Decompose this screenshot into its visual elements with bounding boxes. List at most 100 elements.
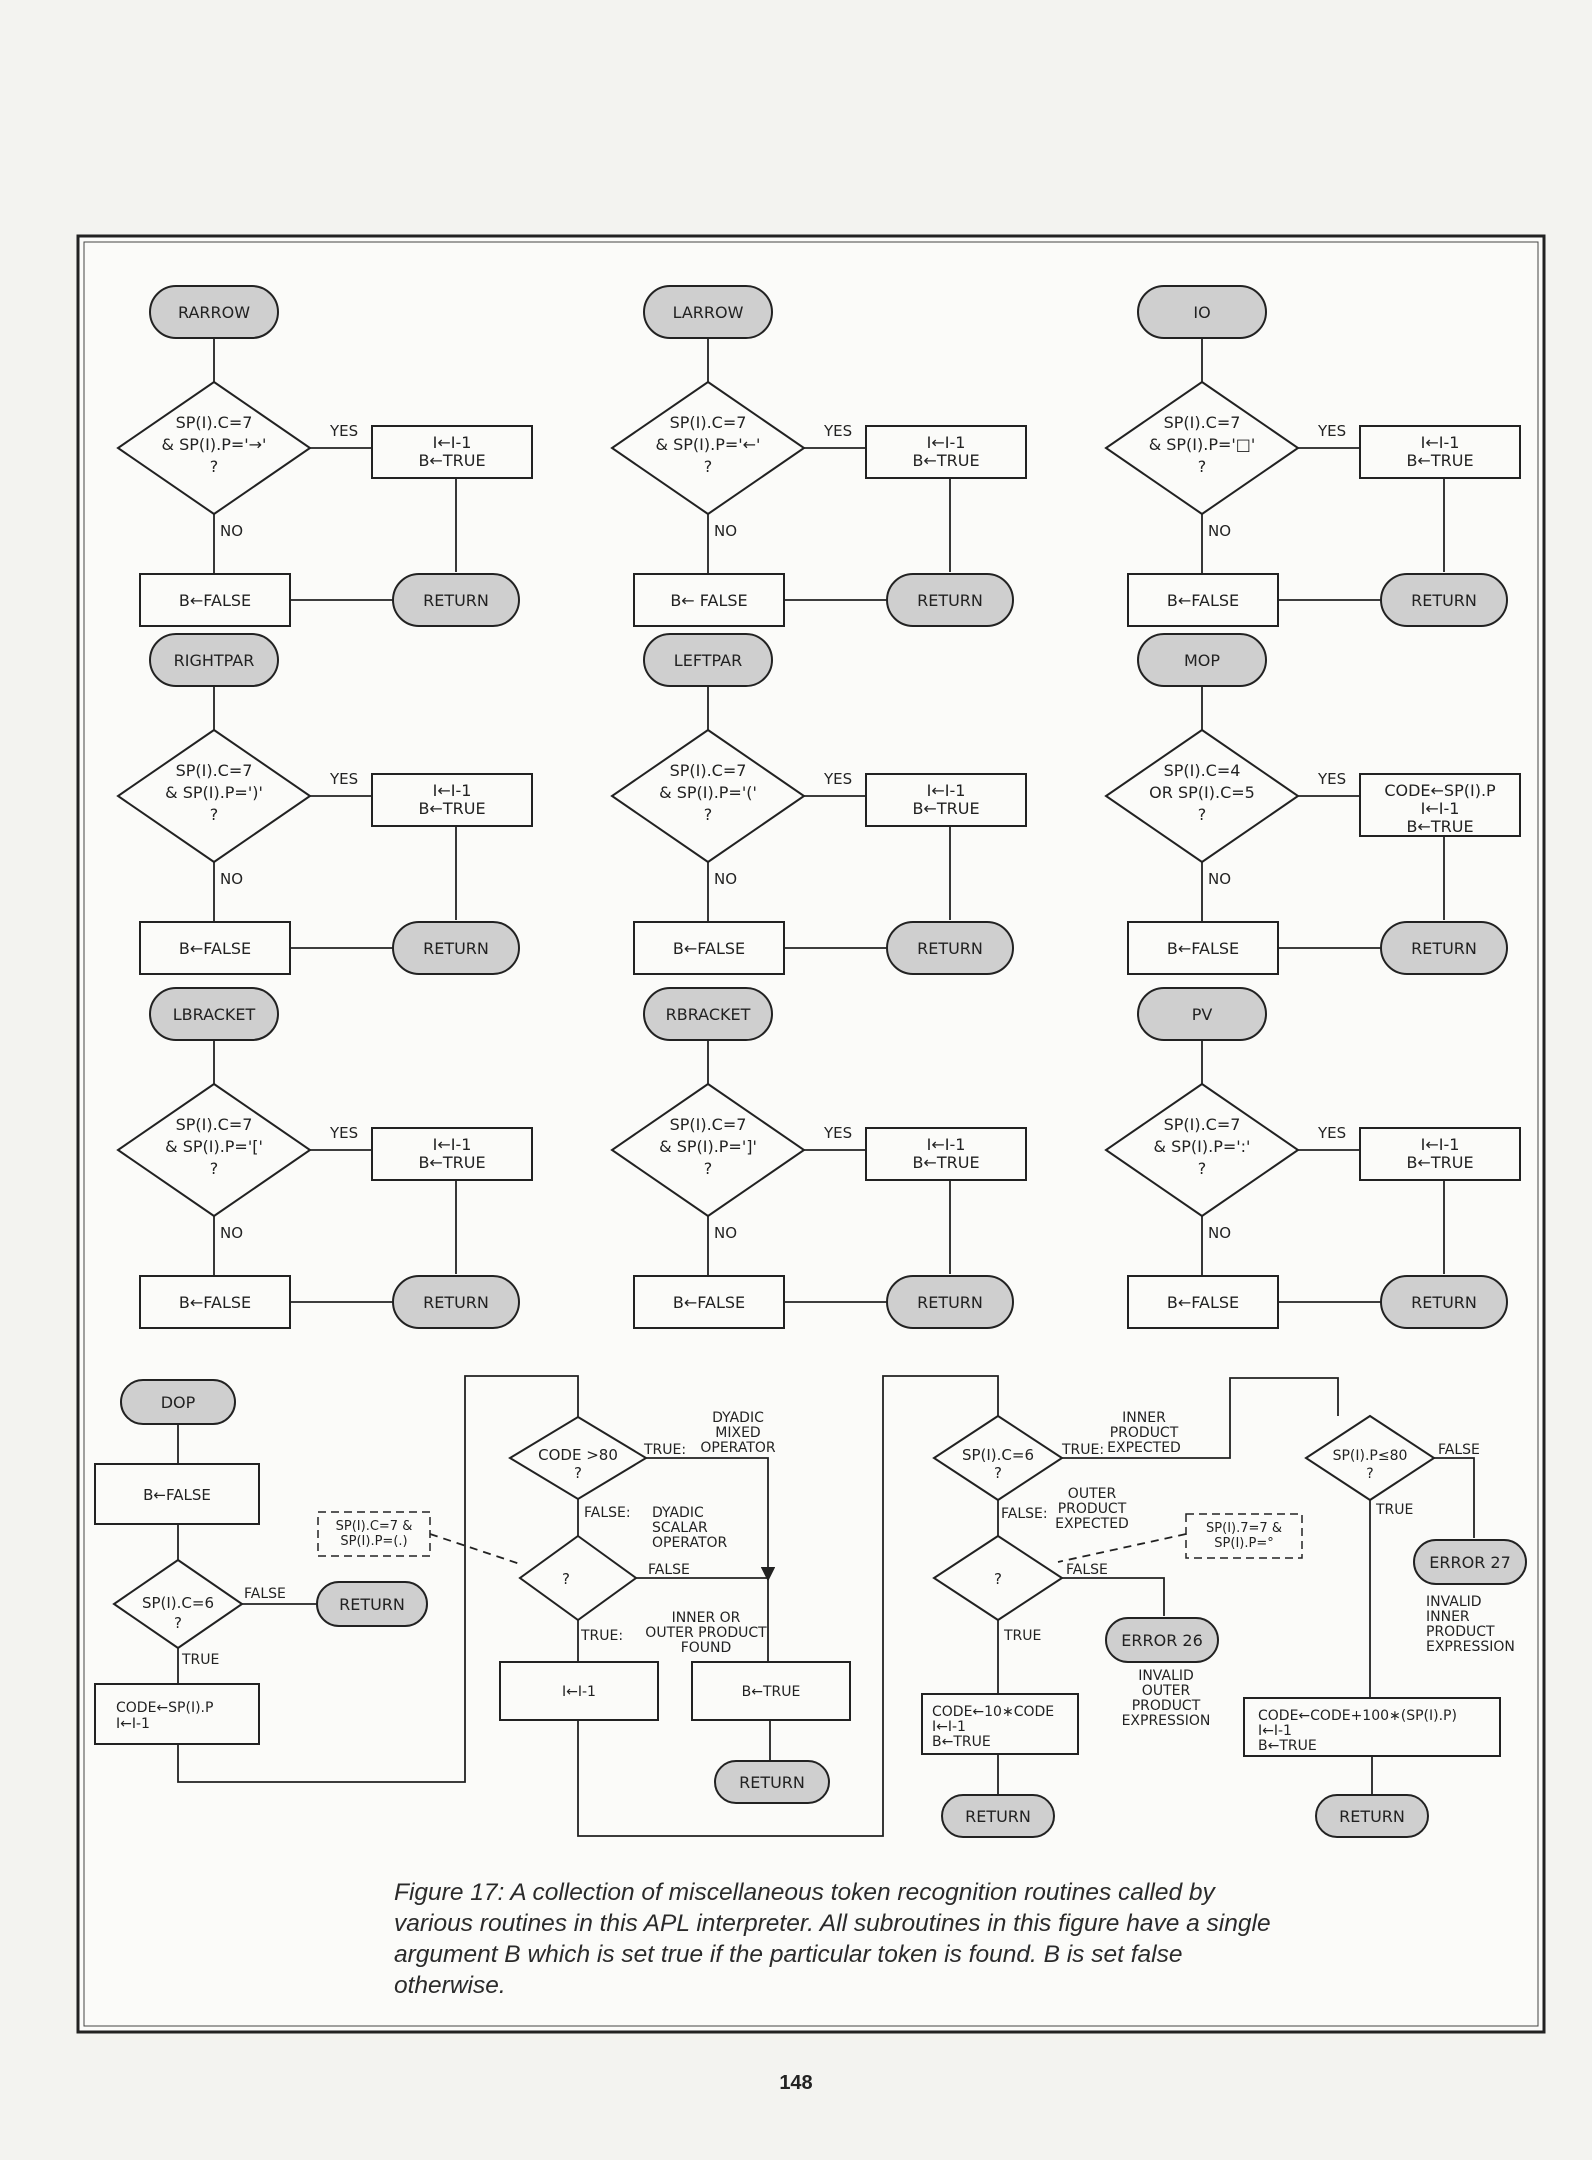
action-box: [371, 1127, 533, 1181]
action-text: I←I-1: [433, 433, 472, 452]
cond4-text: ?: [994, 1464, 1002, 1482]
cond4-text: SP(I).C=6: [962, 1446, 1034, 1464]
yes-label: YES: [329, 1124, 358, 1142]
action-box: [865, 773, 1027, 827]
init-box: [94, 1463, 260, 1525]
return-terminal-label: RETURN: [423, 1293, 489, 1312]
note1-text: SP(I).C=7 &: [336, 1519, 413, 1534]
start-terminal-label: PV: [1192, 1005, 1213, 1024]
false-box: [139, 573, 291, 627]
condition-text: SP(I).C=7: [670, 1115, 747, 1134]
true-label-6: TRUE: [1375, 1502, 1413, 1518]
inner-outer-found-text: INNER OR: [672, 1610, 741, 1626]
return-terminal-2-label: RETURN: [739, 1773, 805, 1792]
no-label: NO: [714, 1224, 737, 1242]
action-text: B←TRUE: [912, 451, 979, 470]
false-line: [1062, 1577, 1165, 1616]
action-text: I←I-1: [927, 1135, 966, 1154]
action2-text: I←I-1: [562, 1684, 596, 1700]
no-label: NO: [714, 870, 737, 888]
error26-text: PRODUCT: [1132, 1698, 1201, 1714]
note2-box: [1185, 1513, 1303, 1559]
action-text: I←I-1: [927, 781, 966, 800]
false-label-3: FALSE: [648, 1562, 690, 1578]
cond2-text: CODE >80: [538, 1446, 618, 1464]
action-text: B←TRUE: [418, 1153, 485, 1172]
return-terminal-label: RETURN: [917, 1293, 983, 1312]
action5-text: B←TRUE: [1258, 1738, 1317, 1754]
dyadic-mixed-text: DYADIC: [712, 1410, 764, 1426]
no-label: NO: [1208, 1224, 1231, 1242]
return-terminal-label: RETURN: [1411, 591, 1477, 610]
cond6-text: ?: [1366, 1466, 1373, 1482]
condition-text: ?: [210, 1159, 219, 1178]
false-line: [1434, 1457, 1475, 1538]
start-terminal-label: IO: [1193, 303, 1210, 322]
action-text: I←I-1: [927, 433, 966, 452]
cond6-text: SP(I).P≤80: [1333, 1448, 1408, 1464]
action1-box: [94, 1683, 260, 1745]
action5-text: CODE←CODE+100∗(SP(I).P): [1258, 1708, 1457, 1724]
action-box: [1359, 425, 1521, 479]
cond2-text: ?: [574, 1464, 582, 1482]
condition-text: ?: [210, 805, 219, 824]
cond1-text: ?: [174, 1614, 182, 1632]
true-line: [646, 1457, 776, 1582]
action-text: B←TRUE: [418, 799, 485, 818]
yes-label: YES: [823, 1124, 852, 1142]
condition-text: SP(I).C=7: [176, 761, 253, 780]
figure-frame-inner: [83, 241, 1539, 2027]
return-terminal-1-label: RETURN: [339, 1595, 405, 1614]
no-label: NO: [220, 522, 243, 540]
return-terminal-label: RETURN: [917, 939, 983, 958]
note2-line: [1057, 1533, 1187, 1563]
note1-text: SP(I).P=(.): [340, 1534, 407, 1549]
condition-text: SP(I).C=7: [1164, 413, 1241, 432]
action-box: [371, 773, 533, 827]
condition-text: & SP(I).P='←': [656, 435, 761, 454]
true-line: [1062, 1377, 1339, 1459]
false-box: [633, 1275, 785, 1329]
error27-text: PRODUCT: [1426, 1624, 1495, 1640]
error27-text: INNER: [1426, 1609, 1470, 1625]
yes-label: YES: [823, 770, 852, 788]
condition-text: SP(I).C=7: [176, 413, 253, 432]
dop-routine: DOPB←FALSESP(I).C=6?FALSERETURNTRUECODE←…: [94, 1375, 1527, 1838]
action3-text: B←TRUE: [742, 1684, 801, 1700]
false-box-text: B←FALSE: [673, 939, 745, 958]
action-text: I←I-1: [1421, 433, 1460, 452]
false-box: [1127, 921, 1279, 975]
condition-text: & SP(I).P='[': [165, 1137, 263, 1156]
note2-text: SP(I).P=°: [1214, 1536, 1273, 1551]
cond3-text: ?: [562, 1570, 570, 1588]
action-box: [371, 425, 533, 479]
condition-text: ?: [704, 805, 713, 824]
action-box: [1359, 773, 1521, 837]
page-number: 148: [779, 2072, 813, 2094]
error27-terminal-shape: [1413, 1539, 1527, 1585]
false-label-5: FALSE: [1066, 1562, 1108, 1578]
init-box-text: B←FALSE: [143, 1486, 211, 1504]
action-text: B←TRUE: [912, 799, 979, 818]
no-label: NO: [714, 522, 737, 540]
error27-terminal-label: ERROR 27: [1429, 1553, 1511, 1572]
condition-text: & SP(I).P=']': [659, 1137, 757, 1156]
action-box: [865, 1127, 1027, 1181]
error26-terminal-label: ERROR 26: [1121, 1631, 1203, 1650]
dyadic-mixed-text: MIXED: [715, 1425, 760, 1441]
yes-label: YES: [1317, 770, 1346, 788]
action3-box: [691, 1661, 851, 1721]
true-label-4: TRUE:: [1061, 1442, 1104, 1458]
false-box: [1127, 573, 1279, 627]
condition-text: OR SP(I).C=5: [1149, 783, 1255, 802]
error26-text: OUTER: [1142, 1683, 1191, 1699]
action-text: B←TRUE: [1406, 1153, 1473, 1172]
false-label-2: FALSE:: [584, 1505, 631, 1521]
